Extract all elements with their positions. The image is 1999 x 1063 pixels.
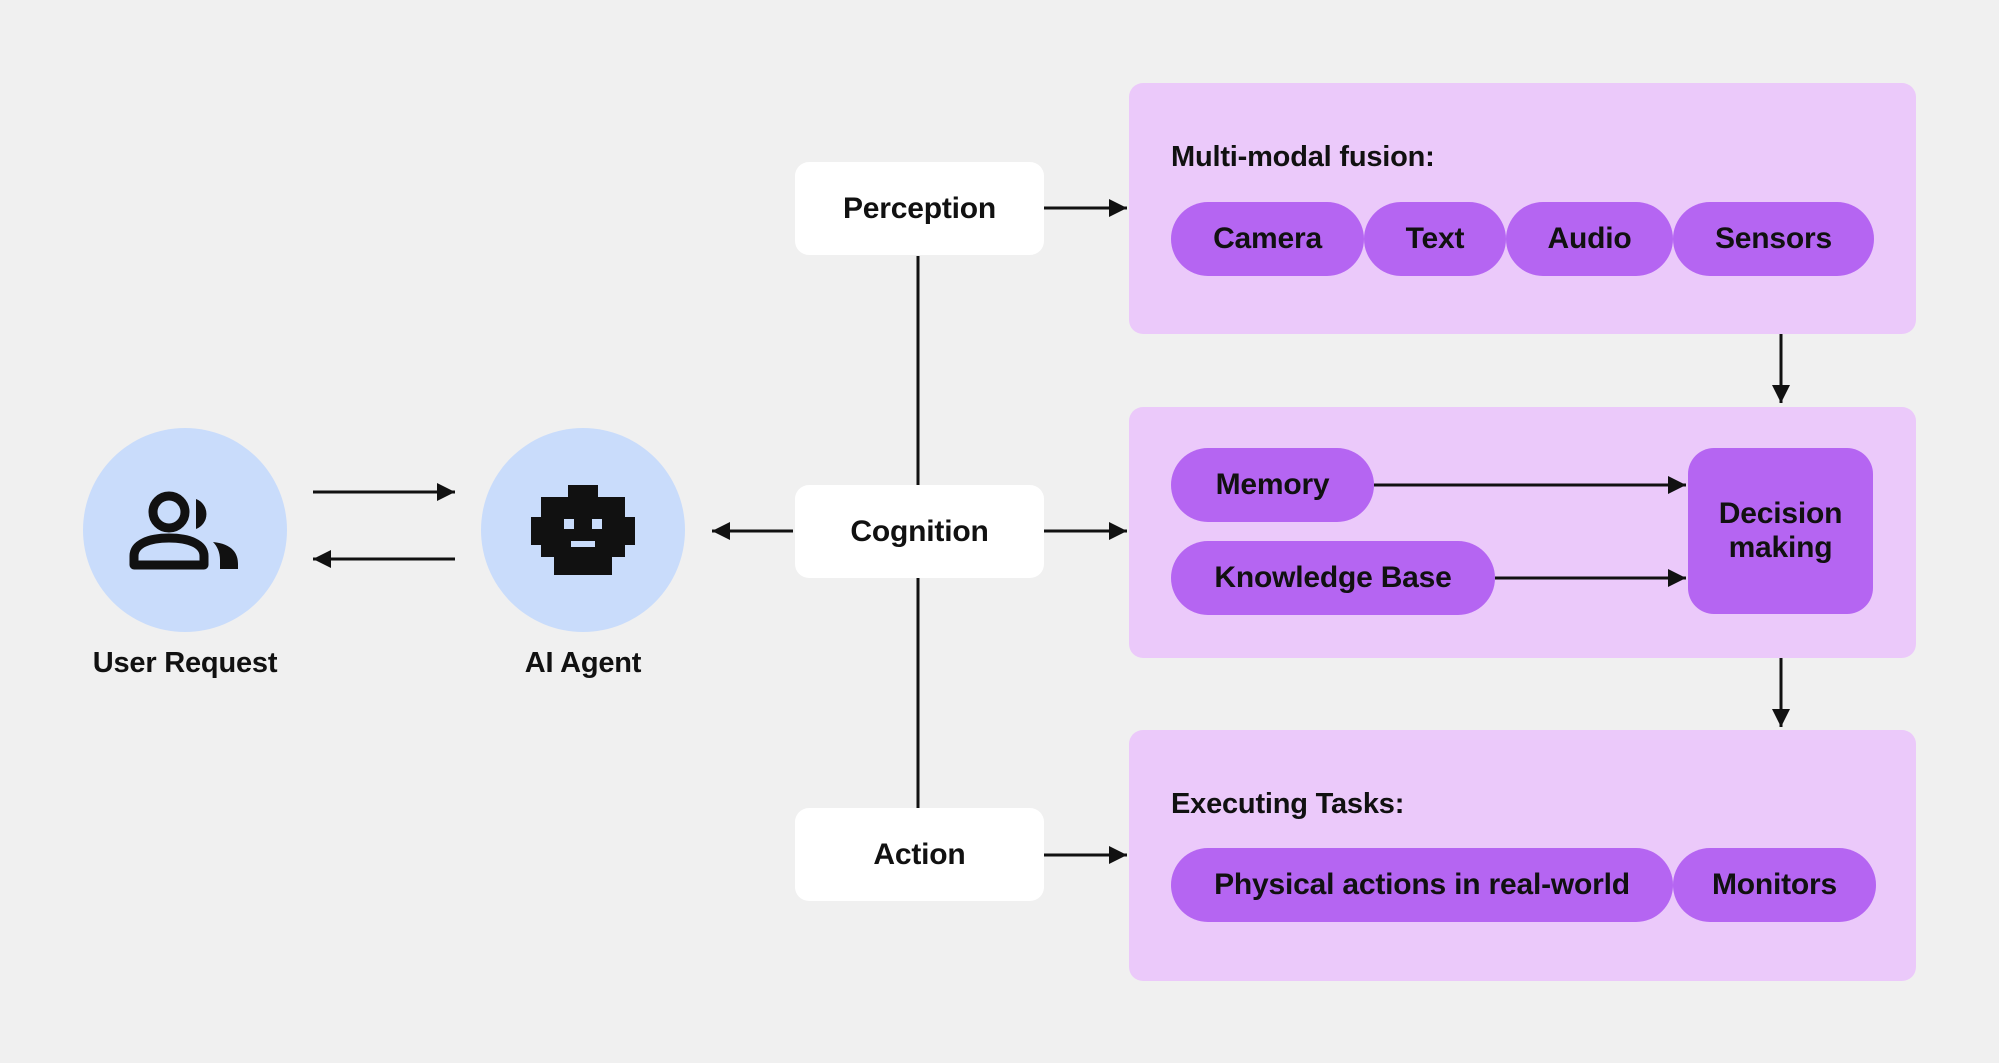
cognition-box: Cognition (795, 485, 1044, 578)
perception-panel-title: Multi-modal fusion: (1171, 141, 1435, 173)
decision-line-2: making (1728, 531, 1833, 564)
audio-pill: Audio (1506, 202, 1673, 276)
action-box: Action (795, 808, 1044, 901)
user-request-label: User Request (92, 647, 278, 679)
users-icon (129, 491, 238, 570)
action-panel-title: Executing Tasks: (1171, 788, 1405, 820)
robot-icon (531, 485, 635, 575)
physical-actions-pill: Physical actions in real-world (1171, 848, 1673, 922)
perception-box: Perception (795, 162, 1044, 255)
memory-pill: Memory (1171, 448, 1374, 522)
decision-line-1: Decision (1718, 497, 1843, 530)
decision-making-box: Decision making (1688, 448, 1873, 614)
text-pill: Text (1364, 202, 1506, 276)
monitors-pill: Monitors (1673, 848, 1876, 922)
camera-pill: Camera (1171, 202, 1364, 276)
sensors-pill: Sensors (1673, 202, 1874, 276)
ai-agent-circle (481, 428, 685, 632)
knowledge-base-pill: Knowledge Base (1171, 541, 1495, 615)
ai-agent-label: AI Agent (524, 647, 642, 679)
user-request-circle (83, 428, 287, 632)
